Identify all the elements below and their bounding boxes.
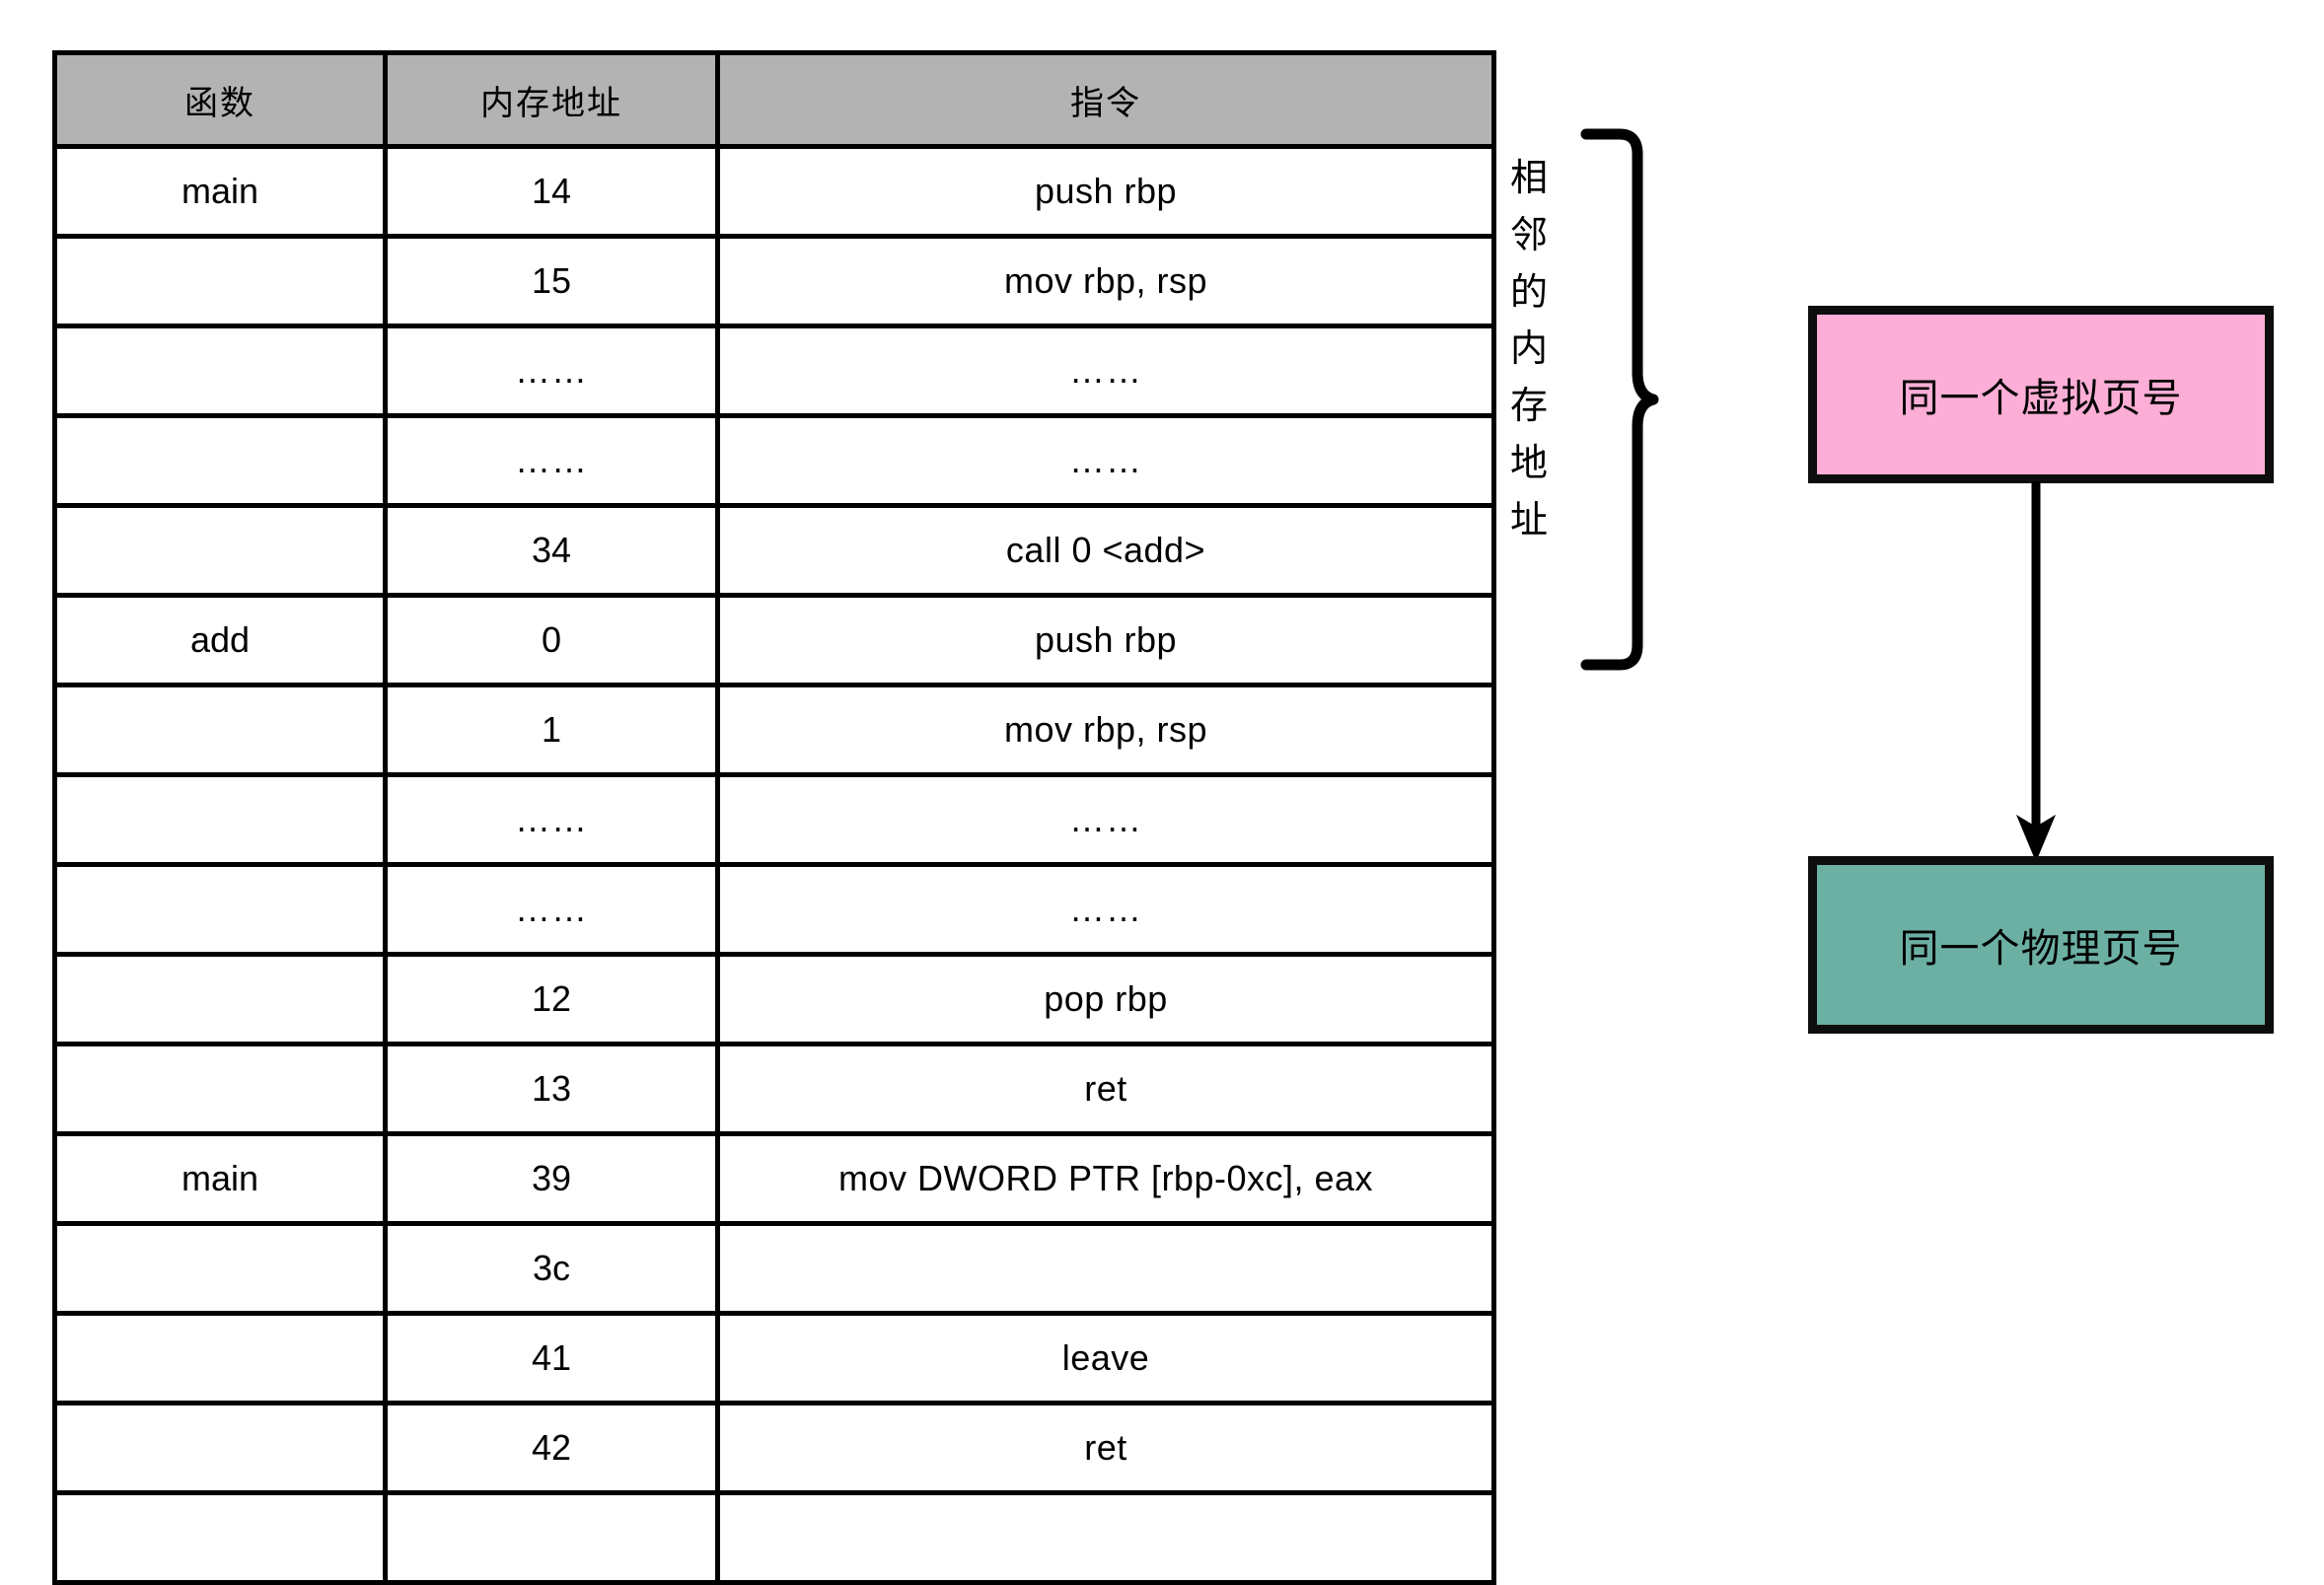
cell-memory-address: 12 [383, 952, 720, 1046]
cell-function [52, 1490, 388, 1585]
down-arrow-icon [2016, 481, 2056, 862]
brace-label-char: 地 [1509, 440, 1548, 484]
curly-brace-icon [1580, 128, 1659, 671]
cell-instruction: push rbp [715, 593, 1496, 687]
cell-function: main [52, 144, 388, 239]
cell-function [52, 683, 388, 777]
brace-label-vertical-text: 相邻的内存地址 [1505, 150, 1553, 548]
cell-memory-address: 39 [383, 1131, 720, 1226]
cell-instruction: mov DWORD PTR [rbp-0xc], eax [715, 1131, 1496, 1226]
table-row: ………… [52, 413, 1496, 508]
cell-instruction: ret [715, 1042, 1496, 1136]
physical-page-number-box: 同一个物理页号 [1808, 856, 2274, 1034]
cell-memory-address: …… [383, 862, 720, 957]
cell-instruction: leave [715, 1311, 1496, 1405]
cell-function [52, 1401, 388, 1495]
table-row: ………… [52, 862, 1496, 957]
brace-label-char: 存 [1509, 384, 1548, 427]
cell-memory-address [383, 1490, 720, 1585]
cell-instruction: mov rbp, rsp [715, 683, 1496, 777]
cell-memory-address: …… [383, 772, 720, 867]
cell-instruction: ret [715, 1401, 1496, 1495]
cell-memory-address: 3c [383, 1221, 720, 1316]
cell-instruction: …… [715, 324, 1496, 418]
cell-function [52, 772, 388, 867]
brace-label-char: 内 [1509, 326, 1548, 371]
cell-function: add [52, 593, 388, 687]
cell-function [52, 862, 388, 957]
cell-memory-address: 15 [383, 234, 720, 328]
physical-page-number-label: 同一个物理页号 [1899, 926, 2183, 972]
cell-instruction: …… [715, 772, 1496, 867]
brace-label-char: 相 [1509, 156, 1548, 199]
cell-memory-address: 13 [383, 1042, 720, 1136]
cell-function [52, 324, 388, 418]
cell-function [52, 503, 388, 598]
brace-label-char: 邻 [1509, 212, 1548, 256]
column-header-function: 函数 [52, 50, 388, 149]
cell-memory-address: 14 [383, 144, 720, 239]
cell-function: main [52, 1131, 388, 1226]
table-header-row: 函数 内存地址 指令 [52, 50, 1496, 149]
cell-memory-address: 41 [383, 1311, 720, 1405]
cell-instruction [715, 1490, 1496, 1585]
table-header: 函数 内存地址 指令 [52, 50, 1496, 149]
cell-function [52, 234, 388, 328]
table-row: 3c [52, 1221, 1496, 1316]
virtual-page-number-label: 同一个虚拟页号 [1899, 376, 2183, 421]
cell-instruction: …… [715, 413, 1496, 508]
adjacent-memory-annotation: 相邻的内存地址 [1499, 128, 1697, 671]
cell-instruction: pop rbp [715, 952, 1496, 1046]
brace-label-char: 址 [1509, 497, 1548, 541]
cell-function [52, 1311, 388, 1405]
table-row: ………… [52, 324, 1496, 418]
cell-function [52, 952, 388, 1046]
cell-memory-address: 34 [383, 503, 720, 598]
table-row [52, 1490, 1496, 1585]
cell-instruction: mov rbp, rsp [715, 234, 1496, 328]
cell-memory-address: …… [383, 324, 720, 418]
cell-instruction: call 0 <add> [715, 503, 1496, 598]
column-header-instruction: 指令 [715, 50, 1496, 149]
cell-function [52, 1221, 388, 1316]
table-row: ………… [52, 772, 1496, 867]
cell-function [52, 1042, 388, 1136]
column-header-memory-address: 内存地址 [383, 50, 720, 149]
cell-memory-address: 1 [383, 683, 720, 777]
virtual-page-number-box: 同一个虚拟页号 [1808, 306, 2274, 483]
cell-instruction: push rbp [715, 144, 1496, 239]
cell-memory-address: 42 [383, 1401, 720, 1495]
cell-memory-address: 0 [383, 593, 720, 687]
cell-instruction: …… [715, 862, 1496, 957]
cell-memory-address: …… [383, 413, 720, 508]
cell-instruction [715, 1221, 1496, 1316]
brace-label-char: 的 [1509, 269, 1548, 314]
cell-function [52, 413, 388, 508]
